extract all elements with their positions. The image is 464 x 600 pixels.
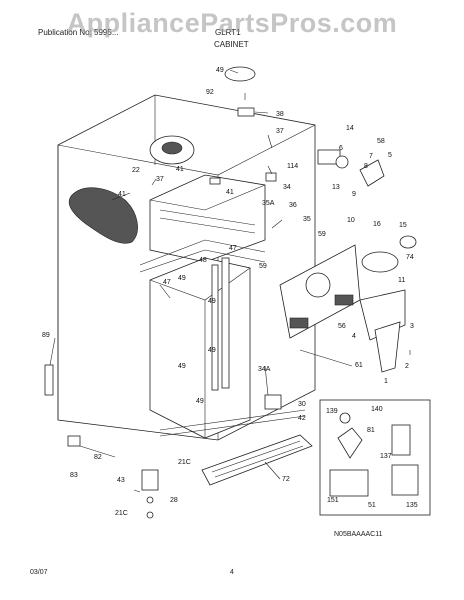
cabinet-shell [57, 94, 316, 441]
footer-page: 4 [230, 569, 234, 576]
callout-1: 1 [384, 378, 388, 385]
watermark: AppliancePartsPros.com [66, 8, 398, 38]
callout-43: 43 [117, 477, 125, 484]
diagram-code: N05BAAAAC11 [334, 531, 383, 538]
callout-13: 13 [332, 184, 340, 191]
callout-37b: 37 [156, 176, 164, 183]
callout-9: 9 [352, 191, 356, 198]
callout-6: 6 [339, 145, 343, 152]
callout-135: 135 [406, 502, 418, 509]
publication-number: Publication No: 5995... [38, 28, 119, 37]
callout-35A: 35A [262, 200, 275, 207]
insulation-pad [68, 187, 138, 244]
callout-21C-a: 21C [178, 459, 191, 466]
callout-59a: 59 [318, 231, 326, 238]
callout-92: 92 [206, 89, 214, 96]
callout-49c: 49 [208, 298, 216, 305]
callout-49e: 49 [178, 363, 186, 370]
callout-7: 7 [369, 153, 373, 160]
callout-34A: 34A [258, 366, 271, 373]
top-cap-part [224, 66, 256, 82]
callout-14: 14 [346, 125, 354, 132]
control-housing [279, 244, 361, 339]
section-title: CABINET [214, 40, 249, 49]
callout-41b: 41 [118, 191, 126, 198]
callout-83: 83 [70, 472, 78, 479]
callout-3: 3 [410, 323, 414, 330]
callout-11: 11 [398, 277, 405, 284]
callout-61: 61 [355, 362, 363, 369]
callout-42: 42 [298, 415, 306, 422]
kick-plate-grille [201, 434, 313, 486]
callout-36: 36 [289, 202, 297, 209]
callout-38: 38 [276, 111, 284, 118]
callout-82: 82 [94, 454, 102, 461]
callout-49f: 49 [196, 398, 204, 405]
callout-49b: 49 [178, 275, 186, 282]
callout-74: 74 [406, 254, 414, 261]
callout-4: 4 [352, 333, 356, 340]
footer-date: 03/07 [30, 569, 48, 576]
callout-28: 28 [170, 497, 178, 504]
callout-41c: 41 [226, 189, 234, 196]
callout-139: 139 [326, 408, 338, 415]
model-number: GLRT1 [215, 28, 241, 37]
callout-8a: 8 [364, 163, 368, 170]
leader-lines [49, 69, 411, 493]
callout-35: 35 [303, 216, 311, 223]
bracket-part [237, 107, 255, 117]
callout-56: 56 [338, 323, 346, 330]
callout-140: 140 [371, 406, 383, 413]
callout-72: 72 [282, 476, 290, 483]
callout-47a: 47 [229, 245, 237, 252]
callout-15: 15 [399, 222, 407, 229]
callout-81: 81 [367, 427, 375, 434]
thermostat-parts [209, 149, 385, 187]
top-vent-assembly [149, 135, 195, 165]
callout-114: 114 [287, 163, 298, 170]
callout-59b: 59 [259, 263, 267, 270]
callout-151: 151 [327, 497, 339, 504]
callout-5: 5 [388, 152, 392, 159]
callout-34: 34 [283, 184, 291, 191]
callout-51: 51 [368, 502, 376, 509]
callout-137: 137 [380, 453, 392, 460]
callout-89: 89 [42, 332, 50, 339]
callout-47b: 47 [163, 279, 171, 286]
callout-21C-b: 21C [115, 510, 128, 517]
callout-30: 30 [298, 401, 306, 408]
callout-16: 16 [373, 221, 381, 228]
callout-10: 10 [347, 217, 355, 224]
callout-49d: 49 [208, 347, 216, 354]
callout-22: 22 [132, 167, 140, 174]
callout-2: 2 [405, 363, 409, 370]
callout-37: 37 [276, 128, 284, 135]
callout-49: 49 [216, 67, 224, 74]
callout-58: 58 [377, 138, 385, 145]
callout-41a: 41 [176, 166, 184, 173]
callout-48: 48 [199, 257, 207, 264]
ice-maker-inset [319, 399, 431, 516]
